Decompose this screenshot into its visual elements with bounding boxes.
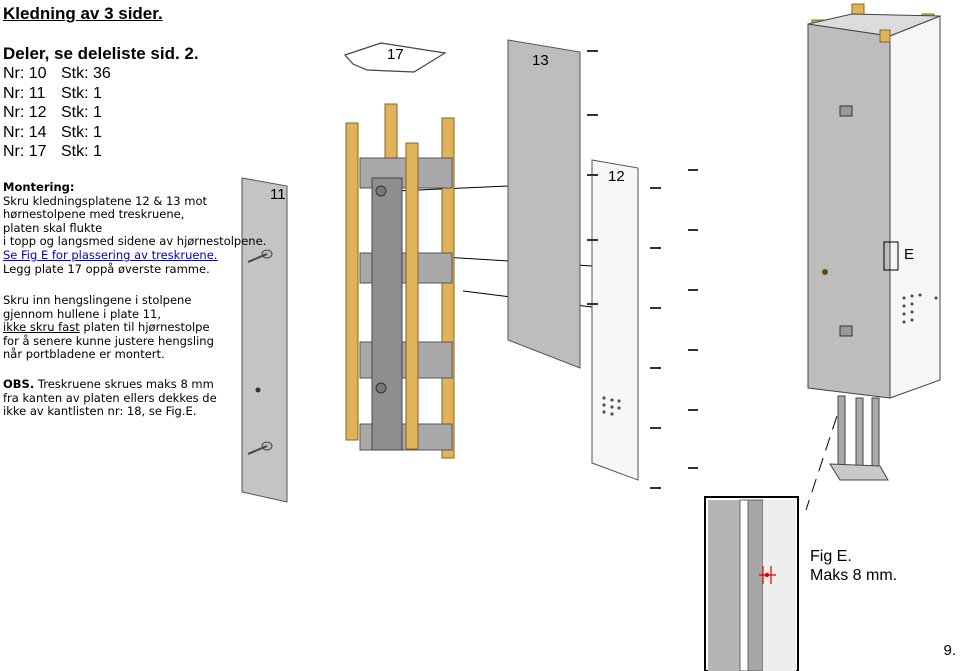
- wood-post: [345, 122, 359, 441]
- post-frame: [343, 42, 455, 459]
- foot-bracket: [829, 395, 889, 481]
- page-title: Kledning av 3 sider.: [3, 4, 163, 23]
- hinge-instructions: Skru inn hengslingene i stolpene gjennom…: [3, 293, 214, 362]
- hinge-icon: [839, 105, 853, 337]
- label-plate-12: 12: [608, 168, 625, 185]
- obs-note: OBS. Treskruene skrues maks 8 mm fra kan…: [3, 377, 217, 419]
- plate-11: [241, 177, 288, 503]
- parts-heading: Deler, se deleliste sid. 2.: [3, 44, 199, 63]
- plate-13: [507, 39, 581, 369]
- hinge-icon: [247, 249, 273, 455]
- figure-caption: Fig E. Maks 8 mm.: [810, 548, 898, 584]
- fig-e-link[interactable]: Se Fig E for plassering av treskruene.: [3, 247, 218, 262]
- label-plate-17: 17: [387, 46, 404, 63]
- detail-figure-e: [704, 496, 799, 671]
- top-plate-17: [343, 42, 447, 73]
- label-plate-13: 13: [532, 52, 549, 69]
- metal-post: [371, 177, 403, 451]
- label-detail-e: E: [904, 246, 915, 263]
- mounting-instructions: Montering: Skru kledningsplatene 12 & 13…: [3, 180, 267, 276]
- hole-icon: [255, 387, 261, 393]
- screws: [587, 50, 698, 489]
- plate-12: [591, 159, 639, 481]
- label-plate-11: 11: [270, 186, 286, 203]
- wood-post: [405, 142, 419, 450]
- assembled-post: [807, 3, 941, 481]
- detail-e-marker: [883, 241, 899, 271]
- page-number: 9.: [943, 642, 956, 659]
